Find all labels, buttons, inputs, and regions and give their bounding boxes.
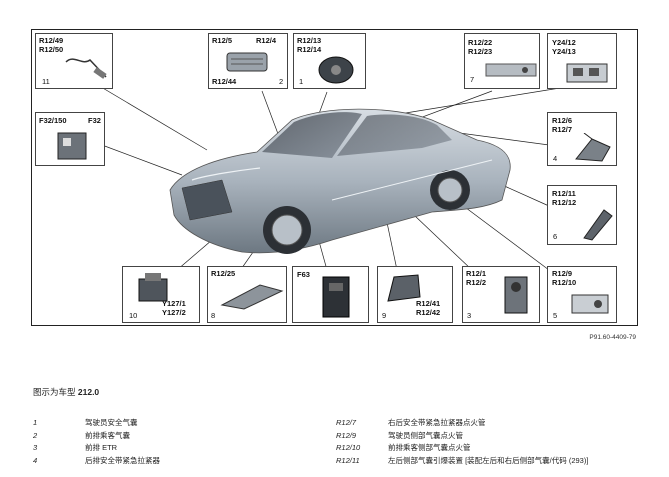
component-box-f32: F32/150 F32 — [35, 112, 105, 166]
legend-desc: 前排 ETR — [85, 443, 118, 452]
pressure-sensor-part — [65, 58, 107, 79]
legend-item: 1 驾驶员安全气囊 — [33, 418, 313, 428]
component-label: R12/13 — [297, 36, 322, 45]
component-label: Y127/1 — [162, 299, 186, 308]
component-label: Y24/13 — [552, 47, 576, 56]
component-label: R12/10 — [552, 278, 577, 287]
legend-item: R12/9 驾驶员侧部气囊点火管 — [336, 431, 636, 441]
box-number: 6 — [553, 232, 558, 241]
component-box-11: R12/49 R12/50 11 — [35, 33, 113, 89]
car-illustration — [169, 108, 511, 254]
component-label: R12/41 — [416, 299, 441, 308]
component-box-2: R12/5 R12/4 R12/44 2 — [208, 33, 288, 89]
legend-item: R12/11 左后侧部气囊引爆装置 [装配左后和右后侧部气囊/代码 (293)] — [336, 456, 636, 476]
driver-airbag-part — [318, 56, 354, 84]
component-box-6: R12/11 R12/12 6 — [547, 185, 617, 245]
box-number: 10 — [129, 311, 138, 320]
legend-desc: 左后侧部气囊引爆装置 [装配左后和右后侧部气囊/代码 (293)] — [388, 456, 589, 465]
component-box-6-top: Y24/12 Y24/13 — [547, 33, 617, 89]
model-number: 212.0 — [77, 387, 100, 397]
component-box-10: Y127/1 Y127/2 10 — [122, 266, 200, 323]
component-label: R12/14 — [297, 45, 322, 54]
box-number: 2 — [279, 77, 284, 86]
box-number: 9 — [382, 311, 387, 320]
box-number: 4 — [553, 154, 558, 163]
legend-desc: 右后安全带紧急拉紧器点火管 — [388, 418, 486, 427]
box-number: 7 — [470, 75, 475, 84]
component-label: R12/1 — [466, 269, 487, 278]
component-label: R12/49 — [39, 36, 64, 45]
legend-item: 2 前排乘客气囊 — [33, 431, 313, 441]
legend-code: 1 — [33, 418, 38, 427]
windshield — [262, 112, 362, 158]
component-label: F32/150 — [39, 116, 67, 125]
component-label: R12/12 — [552, 198, 577, 207]
component-box-9: R12/41 R12/42 9 — [377, 266, 453, 323]
component-box-f63: F63 — [292, 266, 369, 323]
component-label: R12/9 — [552, 269, 573, 278]
legend-desc: 后排安全带紧急拉紧器 — [85, 456, 160, 465]
component-label: F32 — [88, 116, 101, 125]
component-label: R12/7 — [552, 125, 573, 134]
box-number: 8 — [211, 311, 216, 320]
component-label: F63 — [297, 270, 310, 279]
legend-code: R12/9 — [336, 431, 357, 440]
rollover-part — [566, 63, 608, 83]
legend-code: R12/7 — [336, 418, 357, 427]
component-box-1: R12/13 R12/14 1 — [293, 33, 366, 89]
box-number: 3 — [467, 311, 472, 320]
legend-code: 3 — [33, 443, 38, 452]
legend-desc: 前排乘客侧部气囊点火管 — [388, 443, 471, 452]
component-box-3: R12/1 R12/2 3 — [462, 266, 540, 323]
legend-item: 4 后排安全带紧急拉紧器 — [33, 456, 313, 466]
title-prefix: 图示为车型 — [33, 387, 76, 397]
f63-part — [322, 276, 350, 318]
box-number: 1 — [299, 77, 304, 86]
legend-code: 4 — [33, 456, 38, 465]
component-box-8: R12/25 8 — [207, 266, 287, 323]
legend-code: 2 — [33, 431, 38, 440]
fuse-box-part — [57, 132, 87, 160]
head-restraint-solenoid-part — [138, 273, 168, 302]
component-label: R12/42 — [416, 308, 441, 317]
legend-item: R12/10 前排乘客侧部气囊点火管 — [336, 443, 636, 453]
component-label: R12/44 — [212, 77, 237, 86]
component-label: R12/2 — [466, 278, 487, 287]
image-reference-code: P91.60-4409-79 — [589, 334, 636, 341]
component-label: Y24/12 — [552, 38, 576, 47]
front-grille — [181, 179, 233, 221]
component-box-5: R12/9 R12/10 5 — [547, 266, 617, 323]
legend-code: R12/10 — [336, 443, 361, 452]
page-title: 图示为车型 212.0 — [33, 386, 99, 398]
pelvis-airbag-part — [387, 274, 421, 302]
curtain-airbag-part — [485, 63, 537, 77]
legend-desc: 驾驶员侧部气囊点火管 — [388, 431, 463, 440]
passenger-airbag-part — [226, 52, 268, 72]
legend-item: R12/7 右后安全带紧急拉紧器点火管 — [336, 418, 636, 428]
side-airbag-part — [571, 294, 609, 314]
component-box-7: R12/22 R12/23 7 — [464, 33, 540, 89]
component-label: R12/4 — [256, 36, 277, 45]
component-label: R12/6 — [552, 116, 573, 125]
legend-desc: 驾驶员安全气囊 — [85, 418, 138, 427]
etr-part — [504, 276, 528, 314]
box-number: 5 — [553, 311, 558, 320]
belt-tensioner-part — [575, 133, 611, 162]
side-windows — [337, 114, 452, 156]
component-box-4: R12/6 R12/7 4 — [547, 112, 617, 166]
box-number: 11 — [42, 77, 50, 86]
component-label: R12/5 — [212, 36, 233, 45]
knee-airbag-part — [220, 284, 284, 310]
component-label: R12/25 — [211, 269, 236, 278]
legend-code: R12/11 — [336, 456, 360, 465]
component-label: R12/22 — [468, 38, 493, 47]
airbag-components-figure: R12/49 R12/50 11 R12/5 R12/4 R12/44 2 R1… — [31, 29, 638, 326]
component-label: R12/50 — [39, 45, 64, 54]
legend-desc: 前排乘客气囊 — [85, 431, 130, 440]
legend-item: 3 前排 ETR — [33, 443, 313, 453]
rear-side-airbag-part — [583, 209, 613, 241]
component-label: Y127/2 — [162, 308, 186, 317]
component-label: R12/23 — [468, 47, 493, 56]
component-label: R12/11 — [552, 189, 576, 198]
